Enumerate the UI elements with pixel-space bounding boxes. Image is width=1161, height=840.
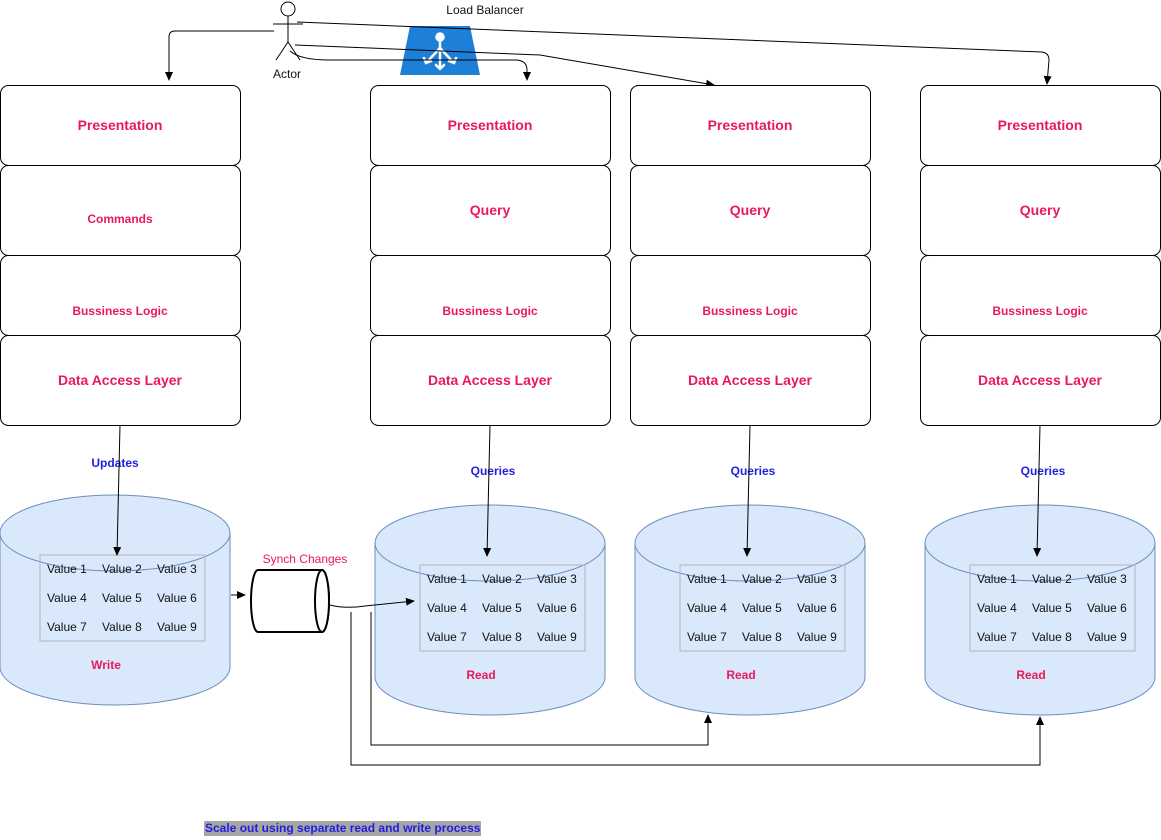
table-cell: Value 4 (687, 601, 727, 615)
table-cell: Value 1 (47, 562, 87, 576)
layer-box[interactable] (630, 255, 871, 336)
table-cell: Value 4 (47, 591, 87, 605)
layer-label: Bussiness Logic (442, 304, 538, 318)
table-cell: Value 6 (797, 601, 837, 615)
queue-label: Synch Changes (263, 552, 348, 566)
actor-icon (273, 1, 303, 61)
table-cell: Value 3 (537, 572, 577, 586)
edge-label: Queries (731, 464, 776, 478)
table-cell: Value 5 (482, 601, 522, 615)
table-cell: Value 4 (427, 601, 467, 615)
table-cell: Value 1 (977, 572, 1017, 586)
database-label: Read (1016, 668, 1045, 682)
database-label: Read (466, 668, 495, 682)
table-cell: Value 8 (742, 630, 782, 644)
layer-label: Query (730, 202, 771, 218)
database-label: Read (726, 668, 755, 682)
layer-box[interactable] (370, 255, 611, 336)
database-cylinder (634, 504, 866, 716)
layer-label: Data Access Layer (978, 372, 1103, 388)
layer-label: Presentation (448, 117, 533, 133)
layer-box[interactable] (370, 335, 611, 426)
table-cell: Value 7 (47, 620, 87, 634)
table-cell: Value 1 (687, 572, 727, 586)
database-label: Write (91, 658, 121, 672)
table-cell: Value 9 (157, 620, 197, 634)
table-cell: Value 9 (797, 630, 837, 644)
database-cylinder (0, 494, 231, 706)
table-cell: Value 1 (427, 572, 467, 586)
layer-label: Presentation (708, 117, 793, 133)
table-cell: Value 2 (742, 572, 782, 586)
table-cell: Value 7 (427, 630, 467, 644)
table-cell: Value 2 (482, 572, 522, 586)
layer-label: Query (1020, 202, 1061, 218)
table-cell: Value 8 (1032, 630, 1072, 644)
layer-label: Data Access Layer (688, 372, 813, 388)
actor-connectors (165, 21, 1052, 88)
edge-label: Queries (1021, 464, 1066, 478)
edge-label: Queries (471, 464, 516, 478)
table-cell: Value 9 (1087, 630, 1127, 644)
layer-box[interactable] (920, 255, 1161, 336)
read-db-2: Value 1 Value 2 Value 3 Value 4 Value 5 Value… (634, 504, 866, 716)
load-balancer-label: Load Balancer (446, 3, 523, 17)
layer-box[interactable] (630, 335, 871, 426)
caption: Scale out using separate read and write … (204, 821, 482, 836)
table-cell: Value 5 (1032, 601, 1072, 615)
table-cell: Value 9 (537, 630, 577, 644)
layer-box[interactable] (0, 335, 241, 426)
table-cell: Value 8 (482, 630, 522, 644)
layer-box[interactable] (0, 165, 241, 256)
layer-label: Data Access Layer (58, 372, 183, 388)
value-table (419, 564, 586, 652)
table-cell: Value 6 (537, 601, 577, 615)
data-access-connectors (113, 424, 1042, 557)
actor-label: Actor (273, 67, 301, 81)
table-cell: Value 7 (687, 630, 727, 644)
layer-label: Presentation (78, 117, 163, 133)
table-cell: Value 5 (742, 601, 782, 615)
table-cell: Value 2 (1032, 572, 1072, 586)
value-table (39, 554, 206, 642)
edge-label: Updates (91, 456, 139, 470)
table-cell: Value 8 (102, 620, 142, 634)
write-db: Value 1 Value 2 Value 3 Value 4 Value 5 Value… (0, 494, 231, 706)
read-db-1: Value 1 Value 2 Value 3 Value 4 Value 5 Value… (374, 504, 606, 716)
table-cell: Value 2 (102, 562, 142, 576)
table-cell: Value 3 (157, 562, 197, 576)
value-table (969, 564, 1136, 652)
read-db-3: Value 1 Value 2 Value 3 Value 4 Value 5 Value… (924, 504, 1156, 716)
layer-label: Query (470, 202, 511, 218)
layer-box[interactable] (0, 255, 241, 336)
table-cell: Value 4 (977, 601, 1017, 615)
table-cell: Value 6 (1087, 601, 1127, 615)
queue-shape (250, 569, 330, 633)
layer-label: Bussiness Logic (702, 304, 798, 318)
table-cell: Value 5 (102, 591, 142, 605)
layer-label: Data Access Layer (428, 372, 553, 388)
layer-label: Presentation (998, 117, 1083, 133)
database-cylinder (924, 504, 1156, 716)
table-cell: Value 3 (1087, 572, 1127, 586)
database-cylinder (374, 504, 606, 716)
table-cell: Value 7 (977, 630, 1017, 644)
sync-connectors (231, 591, 1044, 766)
table-cell: Value 6 (157, 591, 197, 605)
table-cell: Value 3 (797, 572, 837, 586)
layer-label: Bussiness Logic (992, 304, 1088, 318)
layer-label: Bussiness Logic (72, 304, 168, 318)
value-table (679, 564, 846, 652)
layer-label: Commands (87, 212, 153, 226)
